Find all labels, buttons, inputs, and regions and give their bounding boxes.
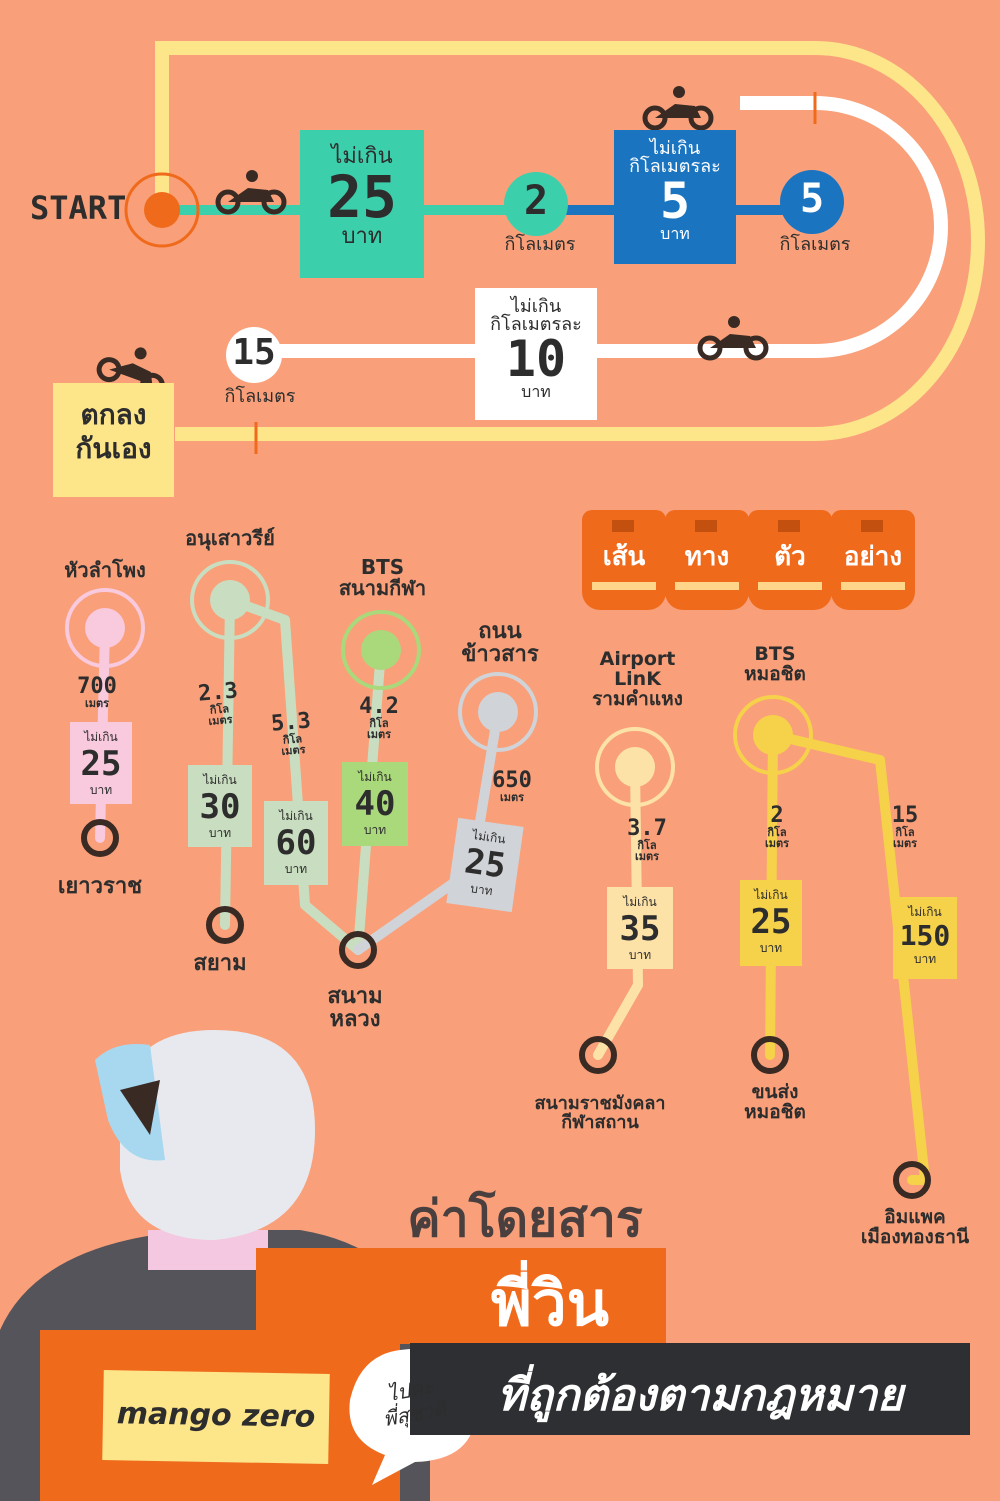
- start-label: START: [30, 189, 127, 227]
- motorcycle-icon: [697, 316, 769, 361]
- negotiate-box: ตกลง กันเอง: [53, 383, 174, 497]
- mango-zero-logo: mango zero: [102, 1370, 330, 1464]
- motorcycle-icon: [642, 86, 714, 131]
- vest-2: ทาง: [665, 510, 749, 610]
- station-anusawari: อนุเสาวรีย์: [185, 526, 275, 550]
- km5-number: 5: [799, 176, 825, 222]
- station-khonsong: ขนส่งหมอชิต: [744, 1081, 806, 1123]
- km15-unit: กิโลเมตร: [224, 386, 296, 407]
- fare-box-5-per-km: ไม่เกิน กิโลเมตรละ 5 บาท: [614, 130, 736, 264]
- km2-circle: [504, 172, 568, 236]
- start-dot: [144, 192, 180, 228]
- station-rajamangala: สนามราชมังคลากีฬาสถาน: [534, 1093, 666, 1133]
- station-impact: อิมแพคเมืองทองธานี: [860, 1206, 970, 1248]
- km15-circle: [226, 327, 282, 383]
- outer-yellow-road: [155, 41, 985, 441]
- start-ring: [124, 172, 200, 248]
- km2-number: 2: [523, 178, 549, 224]
- vest-3: ตัว: [748, 510, 832, 610]
- line-airport: [593, 762, 643, 1060]
- title-line1: ค่าโดยสาร: [407, 1190, 643, 1248]
- line-sanamluang-from-anusawari: [225, 595, 363, 955]
- fare-box-25: ไม่เกิน 25 บาท: [300, 130, 424, 278]
- title-line2: พี่วิน: [490, 1267, 610, 1340]
- line-siam: [220, 595, 235, 930]
- km2-unit: กิโลเมตร: [504, 234, 576, 255]
- km5-unit: กิโลเมตร: [779, 234, 851, 255]
- title-line3-band: [410, 1343, 970, 1435]
- title-line3: ที่ถูกต้องตามกฎหมาย: [497, 1370, 903, 1421]
- km5-circle: [780, 170, 844, 234]
- km15-number: 15: [232, 332, 276, 373]
- station-khaosan: ถนนข้าวสาร: [461, 619, 539, 668]
- fare-box-10-per-km: ไม่เกิน กิโลเมตรละ 10 บาท: [475, 288, 597, 420]
- inner-white-road: [255, 96, 948, 358]
- title-line2-band: [256, 1248, 666, 1344]
- station-sanamluang: สนามหลวง: [327, 984, 383, 1033]
- vest-4: อย่าง: [831, 510, 915, 610]
- station-yaowarat: เยาวราช: [57, 874, 143, 899]
- motorcycle-icon: [215, 170, 287, 215]
- station-siam: สยาม: [193, 951, 247, 976]
- vest-1: เส้น: [582, 510, 666, 610]
- station-hualamphong: หัวลำโพง: [64, 558, 146, 582]
